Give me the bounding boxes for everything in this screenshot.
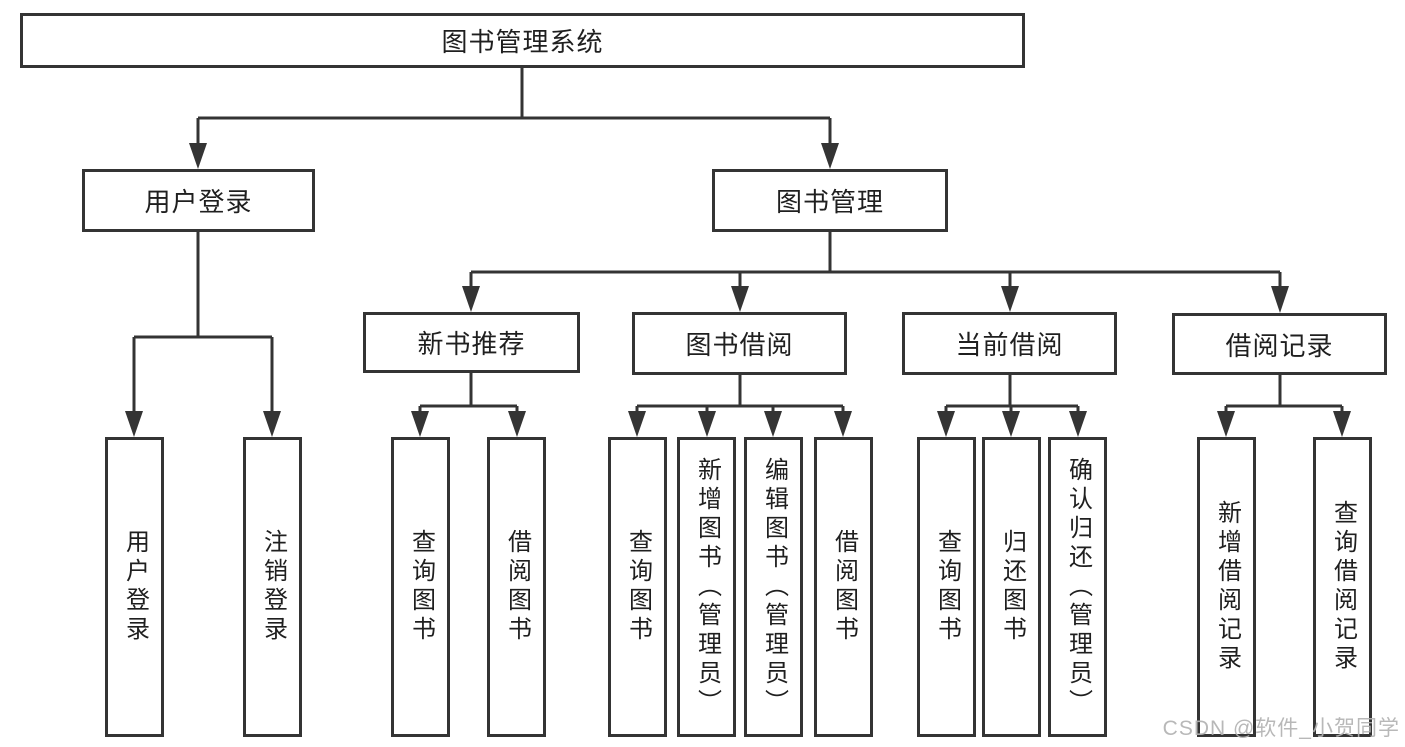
- leaf-borrow-books: 借阅图书: [814, 437, 873, 737]
- node-borrow-records: 借阅记录: [1172, 313, 1387, 375]
- leaf-confirm-return-admin: 确认归还（管理员）: [1048, 437, 1107, 737]
- leaf-query-books-recommend: 查询图书: [391, 437, 450, 737]
- node-user-login: 用户登录: [82, 169, 315, 232]
- leaf-edit-books-admin: 编辑图书（管理员）: [744, 437, 803, 737]
- leaf-user-login: 用户登录: [105, 437, 164, 737]
- leaf-label: 借阅图书: [830, 529, 858, 645]
- leaf-label: 编辑图书（管理员）: [760, 456, 788, 718]
- leaf-logout: 注销登录: [243, 437, 302, 737]
- leaf-borrow-books-recommend: 借阅图书: [487, 437, 546, 737]
- leaf-label: 新增借阅记录: [1213, 500, 1241, 674]
- arrowhead-icons: [125, 143, 1351, 437]
- leaf-label: 查询借阅记录: [1329, 500, 1357, 674]
- leaf-add-borrow-record: 新增借阅记录: [1197, 437, 1256, 737]
- leaf-add-books-admin: 新增图书（管理员）: [677, 437, 736, 737]
- leaf-query-books-current: 查询图书: [917, 437, 976, 737]
- leaf-label: 借阅图书: [503, 529, 531, 645]
- leaf-label: 注销登录: [259, 529, 287, 645]
- leaf-label: 查询图书: [407, 529, 435, 645]
- leaf-return-books: 归还图书: [982, 437, 1041, 737]
- node-book-borrowing: 图书借阅: [632, 312, 847, 375]
- leaf-label: 确认归还（管理员）: [1064, 456, 1092, 718]
- leaf-label: 查询图书: [624, 529, 652, 645]
- leaf-label: 查询图书: [933, 529, 961, 645]
- leaf-query-books-borrowing: 查询图书: [608, 437, 667, 737]
- node-root-system: 图书管理系统: [20, 13, 1025, 68]
- node-book-management: 图书管理: [712, 169, 948, 232]
- csdn-watermark: CSDN @软件_小贺同学: [1162, 717, 1400, 740]
- leaf-query-borrow-record: 查询借阅记录: [1313, 437, 1372, 737]
- node-new-book-recommend: 新书推荐: [363, 312, 580, 373]
- leaf-label: 归还图书: [998, 529, 1026, 645]
- node-current-borrowing: 当前借阅: [902, 312, 1117, 375]
- leaf-label: 新增图书（管理员）: [693, 456, 721, 718]
- leaf-label: 用户登录: [121, 529, 149, 645]
